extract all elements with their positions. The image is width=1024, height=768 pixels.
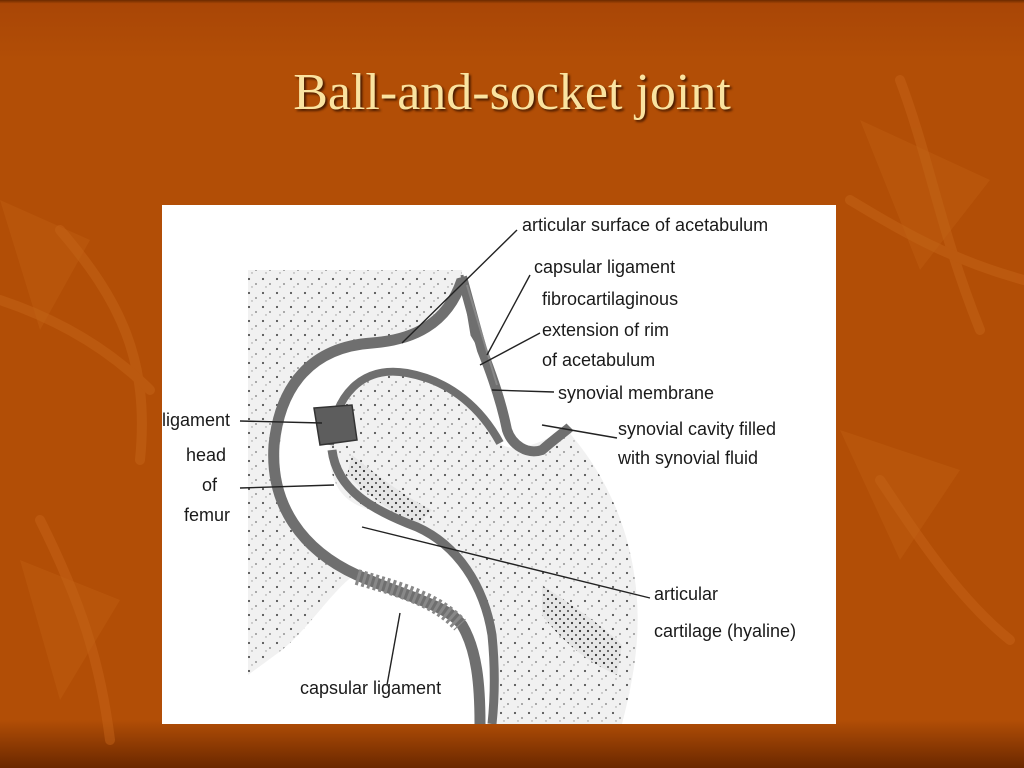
label-fibrocartilaginous-3: of acetabulum: [542, 350, 655, 370]
label-head-1: head: [186, 445, 226, 465]
label-fibrocartilaginous-1: fibrocartilaginous: [542, 289, 678, 309]
label-synovial-cavity-1: synovial cavity filled: [618, 419, 776, 439]
joint-diagram: articular surface of acetabulum capsular…: [162, 215, 796, 724]
label-head-2: of: [202, 475, 218, 495]
label-articular-surface: articular surface of acetabulum: [522, 215, 768, 235]
label-ligament: ligament: [162, 410, 230, 430]
label-capsular-ligament-bottom: capsular ligament: [300, 678, 441, 698]
capsular-ligament-lower: [354, 569, 466, 631]
slide-title: Ball-and-socket joint: [293, 64, 731, 121]
label-fibrocartilaginous-2: extension of rim: [542, 320, 669, 340]
label-synovial-cavity-2: with synovial fluid: [617, 448, 758, 468]
acetabulum-surface: [268, 278, 486, 724]
label-head-3: femur: [184, 505, 230, 525]
diagram-panel: articular surface of acetabulum capsular…: [162, 205, 836, 724]
acetabular-rim: [457, 275, 574, 457]
label-articular-cartilage-1: articular: [654, 584, 718, 604]
label-capsular-ligament-top: capsular ligament: [534, 257, 675, 277]
ligamentum-teres: [313, 404, 358, 446]
label-synovial-membrane: synovial membrane: [558, 383, 714, 403]
label-articular-cartilage-2: cartilage (hyaline): [654, 621, 796, 641]
